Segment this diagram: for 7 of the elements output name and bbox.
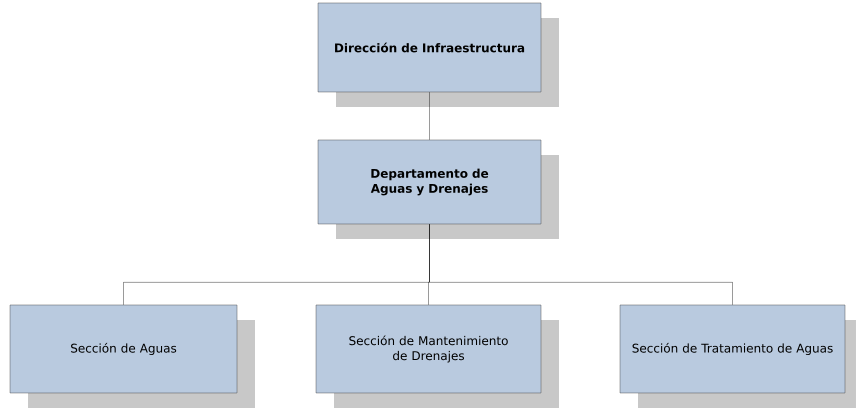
org-box: Dirección de Infraestructura — [318, 2, 542, 92]
connector-line — [429, 92, 430, 140]
org-box: Departamento de Aguas y Drenajes — [318, 140, 542, 224]
connector-line — [429, 224, 733, 305]
org-box: Sección de Aguas — [10, 304, 238, 394]
org-box: Sección de Tratamiento de Aguas — [620, 304, 846, 394]
org-box: Sección de Mantenimiento de Drenajes — [316, 304, 542, 394]
